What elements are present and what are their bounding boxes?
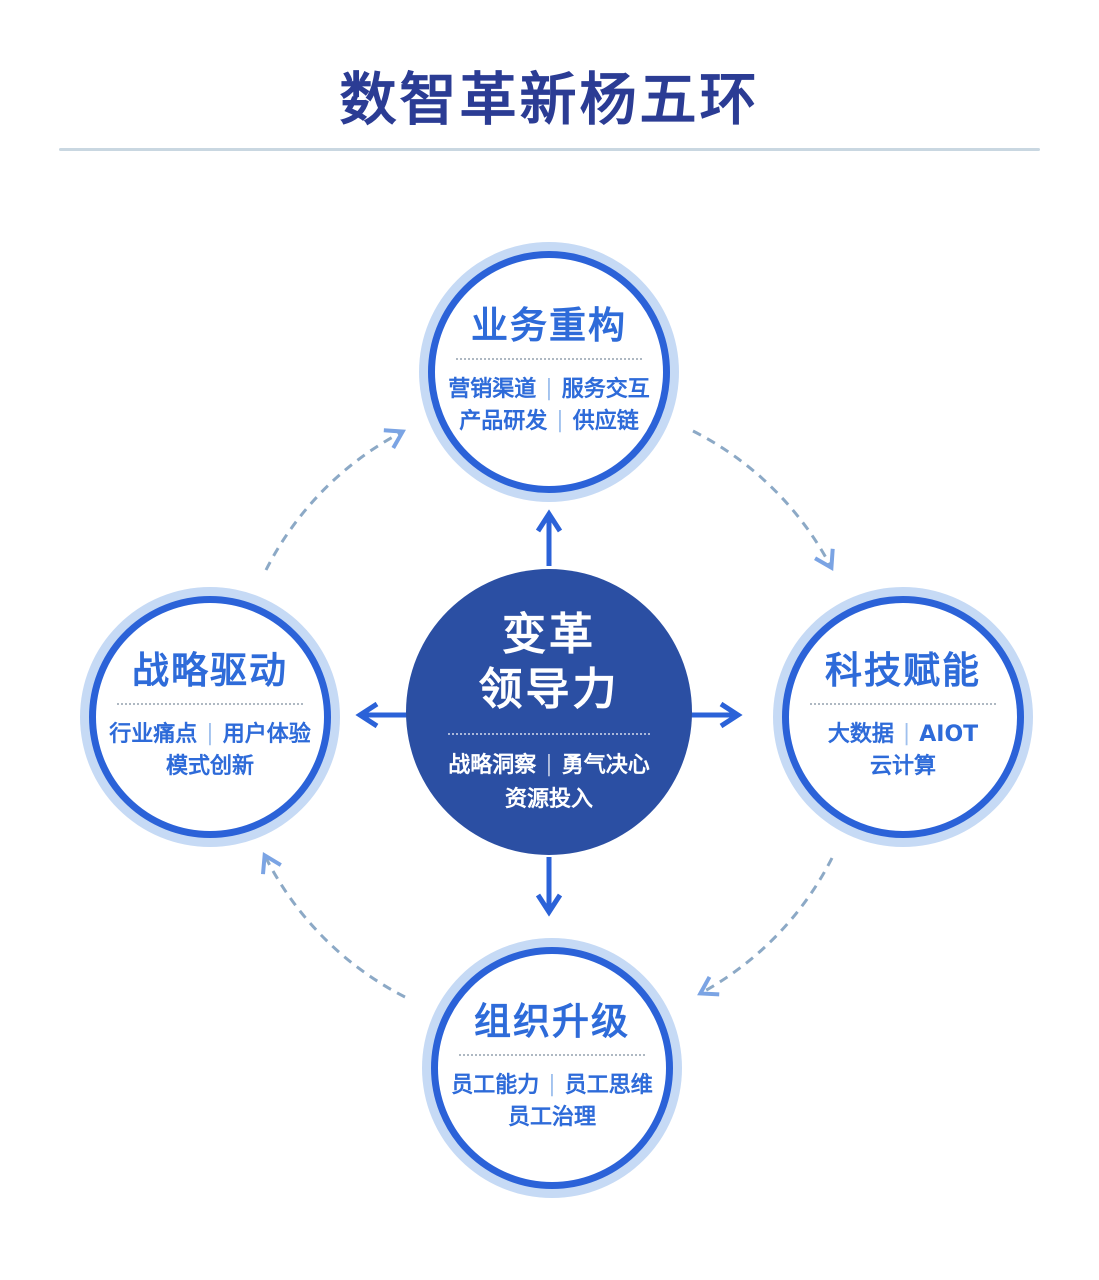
- center-title: 变革 领导力: [479, 607, 620, 717]
- node-item: 行业痛点: [109, 722, 198, 748]
- node-title: 战略驱动: [132, 648, 288, 692]
- node-technology-empowerment: 科技赋能 大数据 | AIOT 云计算: [782, 596, 1024, 838]
- node-items-row: 行业痛点 | 用户体验: [109, 721, 311, 748]
- node-items-row: 资源投入: [505, 789, 593, 811]
- node-item: 员工思维: [564, 1073, 653, 1099]
- node-item: 战略洞察: [448, 753, 537, 778]
- dashed-arc-top-to-right-icon: [692, 429, 835, 571]
- page-title: 数智革新杨五环: [339, 67, 760, 133]
- node-item: 营销渠道: [448, 377, 537, 403]
- item-separator: |: [206, 721, 214, 747]
- node-title: 业务重构: [471, 303, 627, 347]
- item-separator: |: [548, 1072, 556, 1098]
- node-item: 供应链: [572, 409, 639, 435]
- dotted-divider: [456, 358, 642, 361]
- node-items-row: 产品研发 | 供应链: [459, 408, 639, 435]
- title-divider: [59, 148, 1040, 151]
- dashed-arc-left-to-top-icon: [264, 428, 406, 571]
- node-items-row: 员工治理: [508, 1107, 596, 1129]
- node-title: 科技赋能: [825, 648, 981, 692]
- dashed-arc-bottom-to-left-icon: [261, 851, 406, 999]
- center-title-line1: 变革: [502, 609, 596, 660]
- node-items-row: 云计算: [870, 756, 936, 778]
- node-item: 服务交互: [561, 377, 650, 403]
- node-item: 员工能力: [451, 1073, 540, 1099]
- item-separator: |: [545, 752, 553, 777]
- node-items-row: 大数据 | AIOT: [827, 721, 979, 748]
- node-strategy-driven: 战略驱动 行业痛点 | 用户体验 模式创新: [89, 596, 331, 838]
- dotted-divider: [117, 703, 303, 706]
- item-separator: |: [902, 721, 911, 747]
- node-title: 组织升级: [474, 999, 630, 1043]
- node-items-row: 模式创新: [166, 756, 254, 778]
- node-item: 云计算: [869, 754, 936, 780]
- node-items-row: 战略洞察 | 勇气决心: [448, 752, 650, 778]
- node-item: 资源投入: [504, 787, 593, 812]
- node-item: 勇气决心: [561, 753, 650, 778]
- node-item: AIOT: [919, 722, 979, 748]
- item-separator: |: [556, 408, 564, 434]
- node-item: 员工治理: [507, 1105, 596, 1131]
- node-business-reconstruction: 业务重构 营销渠道 | 服务交互 产品研发 | 供应链: [428, 251, 670, 493]
- node-change-leadership: 变革 领导力 战略洞察 | 勇气决心 资源投入: [406, 569, 692, 855]
- item-separator: |: [545, 376, 553, 402]
- node-item: 用户体验: [222, 722, 311, 748]
- node-organization-upgrade: 组织升级 员工能力 | 员工思维 员工治理: [431, 947, 673, 1189]
- node-item: 大数据: [827, 722, 894, 748]
- node-item: 模式创新: [165, 754, 254, 780]
- node-items-row: 员工能力 | 员工思维: [451, 1072, 653, 1099]
- node-item: 产品研发: [459, 409, 548, 435]
- dotted-divider: [448, 733, 650, 735]
- node-items-row: 营销渠道 | 服务交互: [448, 376, 650, 403]
- dotted-divider: [810, 703, 996, 706]
- dotted-divider: [459, 1054, 645, 1057]
- dashed-arc-right-to-bottom-icon: [697, 857, 834, 997]
- center-title-line2: 领导力: [478, 664, 620, 715]
